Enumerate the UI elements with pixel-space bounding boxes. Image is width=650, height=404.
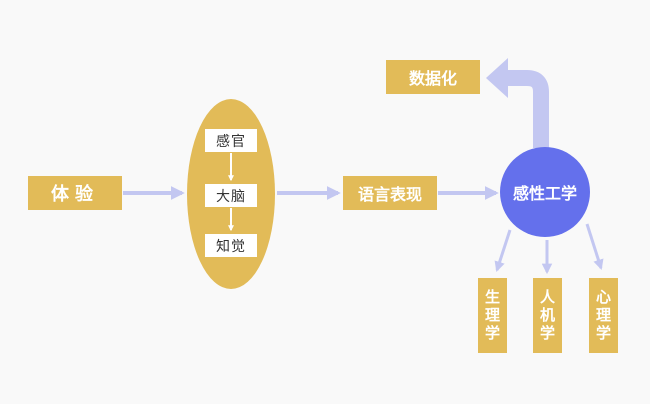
node-datafication: 数据化 — [386, 60, 480, 94]
node-ergonomics-label: 人机学 — [538, 288, 556, 343]
node-datafication-label: 数据化 — [408, 69, 457, 88]
node-perception-label: 知觉 — [216, 238, 246, 255]
node-brain-label: 大脑 — [216, 188, 246, 205]
node-psychology-label: 心理学 — [594, 288, 612, 343]
node-senses-label: 感官 — [216, 133, 246, 150]
node-brain: 大脑 — [205, 184, 257, 207]
node-physiology: 生理学 — [478, 278, 507, 353]
arrow-kansei-to-psychology — [585, 223, 604, 271]
node-perception: 知觉 — [205, 234, 257, 257]
node-kansei-engineering: 感性工学 — [500, 147, 590, 237]
node-senses: 感官 — [205, 129, 257, 152]
node-ergonomics: 人机学 — [533, 278, 562, 353]
node-language: 语言表现 — [343, 176, 437, 210]
node-kansei-label: 感性工学 — [512, 184, 577, 203]
arrow-kansei-to-datafication — [507, 70, 549, 148]
arrowhead-datafication — [486, 58, 508, 98]
node-experience: 体验 — [28, 176, 122, 210]
arrow-kansei-to-physiology — [494, 229, 512, 272]
node-physiology-label: 生理学 — [483, 288, 501, 343]
node-experience-label: 体验 — [51, 184, 99, 205]
node-language-label: 语言表现 — [357, 185, 422, 204]
node-psychology: 心理学 — [589, 278, 618, 353]
